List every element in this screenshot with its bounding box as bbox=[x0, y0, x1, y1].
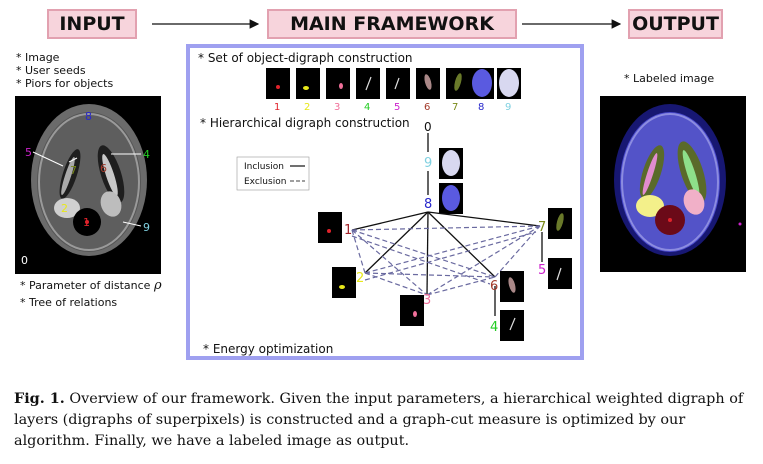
main-framework-header: MAIN FRAMEWORK bbox=[267, 9, 517, 39]
root-node-label: 0 bbox=[424, 120, 432, 134]
phantom-label-4: 4 bbox=[143, 148, 150, 161]
set-construction-title: * Set of object-digraph construction bbox=[198, 51, 413, 65]
output-note: * Labeled image bbox=[624, 72, 715, 85]
hierarchical-construction-title: * Hierarchical digraph construction bbox=[200, 116, 410, 130]
thumb-row bbox=[266, 68, 521, 99]
header-arrows bbox=[152, 19, 622, 29]
thumb-label-8: 8 bbox=[478, 102, 484, 113]
phantom-label-5: 5 bbox=[25, 146, 32, 159]
input-note-seeds: * User seeds bbox=[16, 64, 86, 77]
input-phantom-image: 8 5 4 7 6 2 1 9 0 bbox=[15, 96, 161, 274]
output-labeled-image bbox=[600, 96, 746, 272]
thumb-5 bbox=[386, 68, 410, 99]
phantom-label-1: 1 bbox=[83, 216, 90, 229]
node-5-label: 5 bbox=[538, 263, 546, 278]
thumb-2 bbox=[296, 68, 320, 99]
rho-symbol: ρ bbox=[153, 278, 162, 293]
node-7-label: 7 bbox=[538, 220, 546, 235]
thumb-labels: 1 2 3 4 5 6 7 8 9 bbox=[274, 102, 511, 113]
legend: Inclusion Exclusion bbox=[236, 156, 310, 191]
thumb-1 bbox=[266, 68, 290, 99]
thumb-3 bbox=[326, 68, 350, 99]
thumb-label-3: 3 bbox=[334, 102, 340, 113]
input-note-priors: * Piors for objects bbox=[16, 77, 114, 90]
phantom-label-8: 8 bbox=[85, 110, 92, 123]
node-8-label: 8 bbox=[424, 197, 432, 212]
node-1-thumb bbox=[318, 212, 342, 243]
phantom-label-2: 2 bbox=[61, 202, 68, 215]
phantom-label-0: 0 bbox=[21, 254, 28, 267]
figure-caption: Fig. 1. Overview of our framework. Given… bbox=[14, 388, 749, 452]
thumb-label-9: 9 bbox=[505, 102, 511, 113]
legend-inclusion: Inclusion bbox=[244, 162, 284, 172]
legend-exclusion: Exclusion bbox=[244, 177, 286, 187]
input-note-tree: * Tree of relations bbox=[20, 296, 118, 309]
node-3-thumb bbox=[400, 295, 424, 326]
output-header: OUTPUT bbox=[628, 9, 723, 39]
node-2-thumb bbox=[332, 267, 356, 298]
input-header: INPUT bbox=[47, 9, 137, 39]
node-4-label: 4 bbox=[490, 320, 498, 335]
phantom-label-7: 7 bbox=[70, 164, 77, 177]
thumb-label-7: 7 bbox=[452, 102, 458, 113]
node-1-label: 1 bbox=[344, 223, 352, 238]
node-2-label: 2 bbox=[356, 271, 364, 286]
caption-text: Overview of our framework. Given the inp… bbox=[14, 391, 744, 449]
node-6-label: 6 bbox=[490, 279, 498, 294]
input-note-distance-text: * Parameter of distance bbox=[20, 279, 154, 292]
thumb-label-2: 2 bbox=[304, 102, 310, 113]
thumb-label-5: 5 bbox=[394, 102, 400, 113]
node-3-label: 3 bbox=[423, 293, 431, 308]
input-note-distance: * Parameter of distance ρ bbox=[20, 279, 162, 293]
input-note-image: * Image bbox=[16, 51, 60, 64]
thumb-label-4: 4 bbox=[364, 102, 370, 113]
node-9-label: 9 bbox=[424, 156, 432, 171]
phantom-label-6: 6 bbox=[100, 162, 107, 175]
phantom-label-9: 9 bbox=[143, 221, 150, 234]
thumb-label-1: 1 bbox=[274, 102, 280, 113]
thumb-label-6: 6 bbox=[424, 102, 430, 113]
caption-prefix: Fig. 1. bbox=[14, 390, 65, 407]
energy-optimization-title: * Energy optimization bbox=[203, 342, 334, 356]
node-5-thumb bbox=[548, 258, 572, 289]
